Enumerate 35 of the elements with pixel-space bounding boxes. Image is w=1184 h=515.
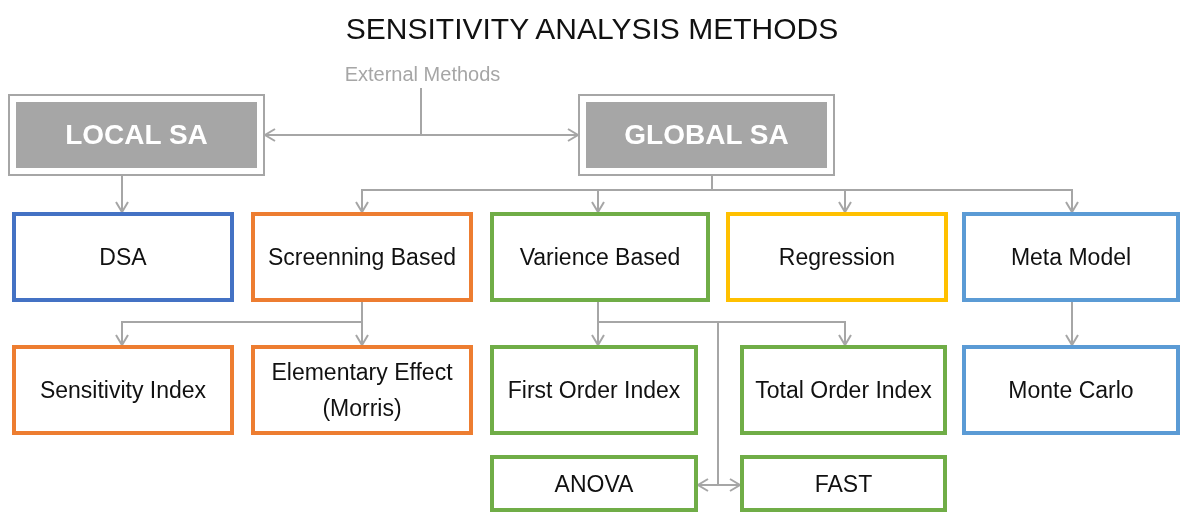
method-box <box>490 455 698 512</box>
node-label: External Methods <box>344 62 501 87</box>
node-label: Screenning Based <box>268 243 456 272</box>
node-label: Total Order Index <box>755 376 932 405</box>
node-label: ANOVA <box>554 469 634 499</box>
node-label: Sensitivity Index <box>39 376 207 405</box>
method-box <box>726 212 948 302</box>
node-label: Monte Carlo <box>1008 376 1134 405</box>
heading-panel: LOCAL SA <box>16 102 257 168</box>
node-label: First Order Index <box>507 376 681 405</box>
arrow <box>1065 301 1079 346</box>
diagram-title: SENSITIVITY ANALYSIS METHODS <box>345 11 839 47</box>
node-label: Meta Model <box>1010 243 1132 272</box>
framed-box <box>578 94 835 176</box>
arrow <box>355 301 369 346</box>
method-box <box>490 212 710 302</box>
heading-panel: GLOBAL SA <box>586 102 827 168</box>
node-label: Elementary Effect (Morris) <box>270 358 454 423</box>
arrow <box>420 87 579 142</box>
framed-box <box>8 94 265 176</box>
method-box <box>962 212 1180 302</box>
arrow <box>115 175 129 213</box>
method-box <box>251 345 473 435</box>
arrow <box>597 301 741 492</box>
method-box <box>12 345 234 435</box>
node-label: DSA <box>99 243 147 272</box>
method-box <box>490 345 698 435</box>
method-box <box>12 212 234 302</box>
method-box <box>740 455 947 512</box>
method-box <box>740 345 947 435</box>
node-label: Varience Based <box>519 243 681 272</box>
method-box <box>962 345 1180 435</box>
node-label: Regression <box>778 243 896 272</box>
node-label: FAST <box>814 469 873 499</box>
method-box <box>251 212 473 302</box>
